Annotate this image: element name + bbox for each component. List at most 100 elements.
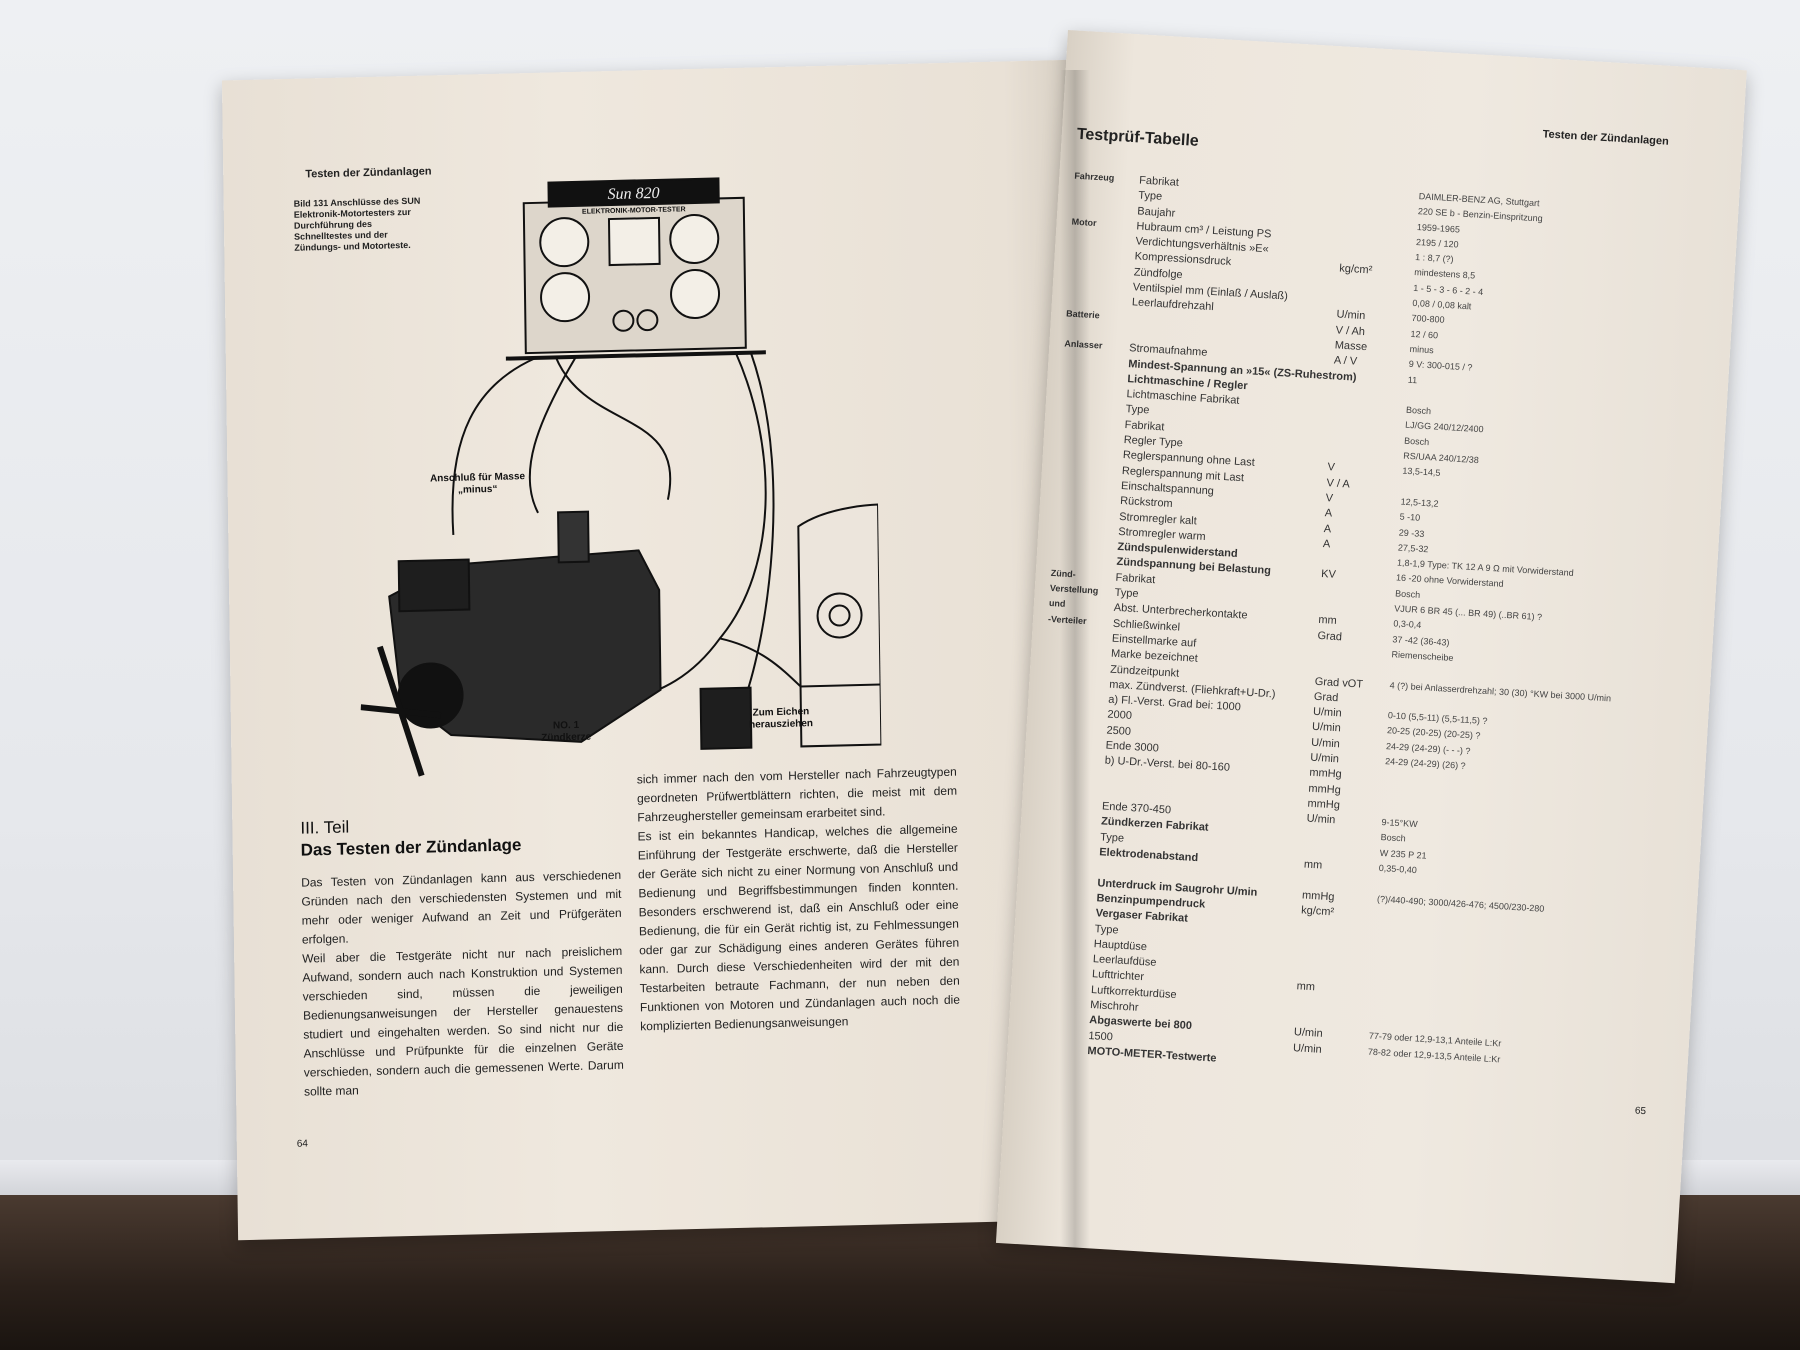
row-unit: U/min bbox=[1336, 308, 1366, 323]
table-title: Testprüf-Tabelle bbox=[1076, 125, 1200, 150]
row-unit: U/min bbox=[1312, 705, 1343, 720]
scope-screen bbox=[607, 216, 661, 267]
row-label: Lufttrichter bbox=[1091, 968, 1145, 984]
distributor bbox=[557, 510, 590, 564]
row-unit: mm bbox=[1318, 614, 1338, 628]
row-value: Bosch bbox=[1405, 404, 1432, 417]
pulley bbox=[397, 662, 464, 729]
row-unit: A bbox=[1322, 537, 1331, 551]
meter-3 bbox=[540, 272, 591, 323]
row-value: 0,08 / 0,08 kalt bbox=[1412, 297, 1472, 312]
row-value: 13,5-14,5 bbox=[1402, 465, 1441, 479]
row-unit: U/min bbox=[1293, 1026, 1323, 1041]
paragraph: Weil aber die Testgeräte nicht nur nach … bbox=[302, 943, 624, 1099]
row-value: 27,5-32 bbox=[1397, 542, 1429, 555]
callout-ground: Anschluß für Masse „minus“ bbox=[429, 471, 526, 496]
row-label: Schließwinkel bbox=[1112, 617, 1181, 634]
row-label: Zündfolge bbox=[1133, 266, 1183, 281]
row-label: Type bbox=[1137, 189, 1163, 204]
row-value: minus bbox=[1409, 343, 1434, 356]
row-unit: Grad bbox=[1317, 629, 1343, 643]
row-unit: U/min bbox=[1311, 721, 1342, 735]
row-unit: kg/cm² bbox=[1300, 904, 1335, 919]
row-value: 37 -42 (36-43) bbox=[1392, 633, 1450, 648]
text-column-2: sich immer nach den vom Hersteller nach … bbox=[637, 763, 961, 1037]
row-value: 2195 / 120 bbox=[1415, 236, 1459, 250]
row-unit: U/min bbox=[1309, 751, 1340, 766]
row-label: Fabrikat bbox=[1138, 174, 1180, 189]
row-unit: V / Ah bbox=[1335, 324, 1366, 338]
right-page: Testen der Zündanlagen Testprüf-Tabelle … bbox=[995, 30, 1747, 1284]
row-unit: Grad bbox=[1313, 690, 1339, 704]
row-label: Leerlaufdüse bbox=[1092, 953, 1157, 970]
page-number-right: 65 bbox=[1634, 1105, 1647, 1118]
row-unit: V bbox=[1327, 461, 1336, 474]
row-value: Bosch bbox=[1403, 435, 1430, 447]
row-label: Regler Type bbox=[1123, 434, 1184, 450]
page-number-left: 64 bbox=[296, 1138, 309, 1150]
tester-brand: Sun 820 bbox=[608, 185, 660, 203]
row-label: Fabrikat bbox=[1115, 571, 1156, 586]
row-unit: U/min bbox=[1306, 812, 1336, 827]
callout-spark-plug: NO. 1 Zündkerze bbox=[541, 719, 592, 744]
section-heading: Das Testen der Zündanlage bbox=[300, 835, 522, 860]
book-gutter bbox=[1060, 70, 1090, 1250]
row-unit: mm bbox=[1303, 858, 1323, 872]
row-label: 2500 bbox=[1106, 724, 1132, 738]
row-label: Ende 3000 bbox=[1105, 739, 1160, 755]
meter-1 bbox=[539, 217, 590, 268]
row-unit: mmHg bbox=[1301, 889, 1335, 903]
text-column-1: Das Testen von Zündanlagen kann aus vers… bbox=[301, 866, 624, 1102]
meter-2 bbox=[669, 213, 720, 265]
row-value: 0,3-0,4 bbox=[1393, 618, 1422, 631]
row-unit: mmHg bbox=[1308, 782, 1342, 797]
row-label: Type bbox=[1114, 586, 1139, 601]
row-value: Bosch bbox=[1394, 588, 1421, 600]
row-value: 12,5-13,2 bbox=[1400, 496, 1439, 509]
open-book: Testen der Zündanlagen Bild 131 Anschlüs… bbox=[221, 30, 1750, 1284]
ignition-coil bbox=[699, 686, 753, 750]
paragraph: sich immer nach den vom Hersteller nach … bbox=[636, 764, 958, 825]
part-label: III. Teil bbox=[300, 817, 350, 838]
knob-2 bbox=[636, 309, 659, 332]
row-label: Mischrohr bbox=[1089, 999, 1139, 1014]
row-label: Baujahr bbox=[1137, 205, 1176, 220]
row-unit: A bbox=[1324, 507, 1333, 520]
row-value: W 235 P 21 bbox=[1379, 847, 1427, 861]
row-value: DAIMLER-BENZ AG, Stuttgart bbox=[1418, 191, 1540, 209]
row-unit: U/min bbox=[1310, 736, 1341, 751]
running-head-right: Testen der Zündanlagen bbox=[1542, 128, 1670, 148]
row-value: 11 bbox=[1407, 374, 1418, 385]
row-unit: mmHg bbox=[1307, 797, 1341, 812]
row-label: Rückstrom bbox=[1119, 495, 1173, 511]
knob-1 bbox=[612, 309, 635, 332]
meter-4 bbox=[670, 268, 721, 319]
row-label: Hauptdüse bbox=[1093, 937, 1148, 954]
row-label: 2000 bbox=[1107, 708, 1133, 723]
tester-label: ELEKTRONIK-MOTOR-TESTER bbox=[582, 206, 686, 216]
row-unit: KV bbox=[1320, 568, 1337, 582]
callout-calibrate: Zum Eichen herausziehen bbox=[749, 706, 814, 731]
row-label: 1500 bbox=[1088, 1029, 1114, 1044]
row-value: 29 -33 bbox=[1398, 527, 1425, 539]
row-value: 5 -10 bbox=[1399, 511, 1421, 523]
paragraph: Das Testen von Zündanlagen kann aus vers… bbox=[301, 867, 622, 947]
row-label: Type bbox=[1094, 922, 1119, 937]
row-value: 12 / 60 bbox=[1410, 328, 1439, 341]
car-headlight bbox=[816, 592, 863, 639]
tester-sign bbox=[547, 177, 720, 208]
row-unit: Masse bbox=[1334, 339, 1368, 354]
paragraph: Es ist ein bekanntes Handicap, welches d… bbox=[637, 821, 961, 1034]
row-unit: Grad vOT bbox=[1314, 675, 1364, 691]
row-unit: A / V bbox=[1333, 354, 1358, 368]
row-unit: U/min bbox=[1292, 1041, 1323, 1056]
fan-blade bbox=[360, 645, 442, 777]
row-label: Type bbox=[1099, 831, 1125, 845]
battery bbox=[397, 558, 471, 613]
engine-tester-illustration: Sun 820 ELEKTRONIK-MOTOR-TESTER bbox=[360, 177, 882, 777]
row-unit: mm bbox=[1296, 980, 1316, 994]
row-value: 700-800 bbox=[1411, 313, 1445, 326]
row-label: Fabrikat bbox=[1124, 418, 1165, 434]
row-unit: mmHg bbox=[1309, 766, 1343, 781]
